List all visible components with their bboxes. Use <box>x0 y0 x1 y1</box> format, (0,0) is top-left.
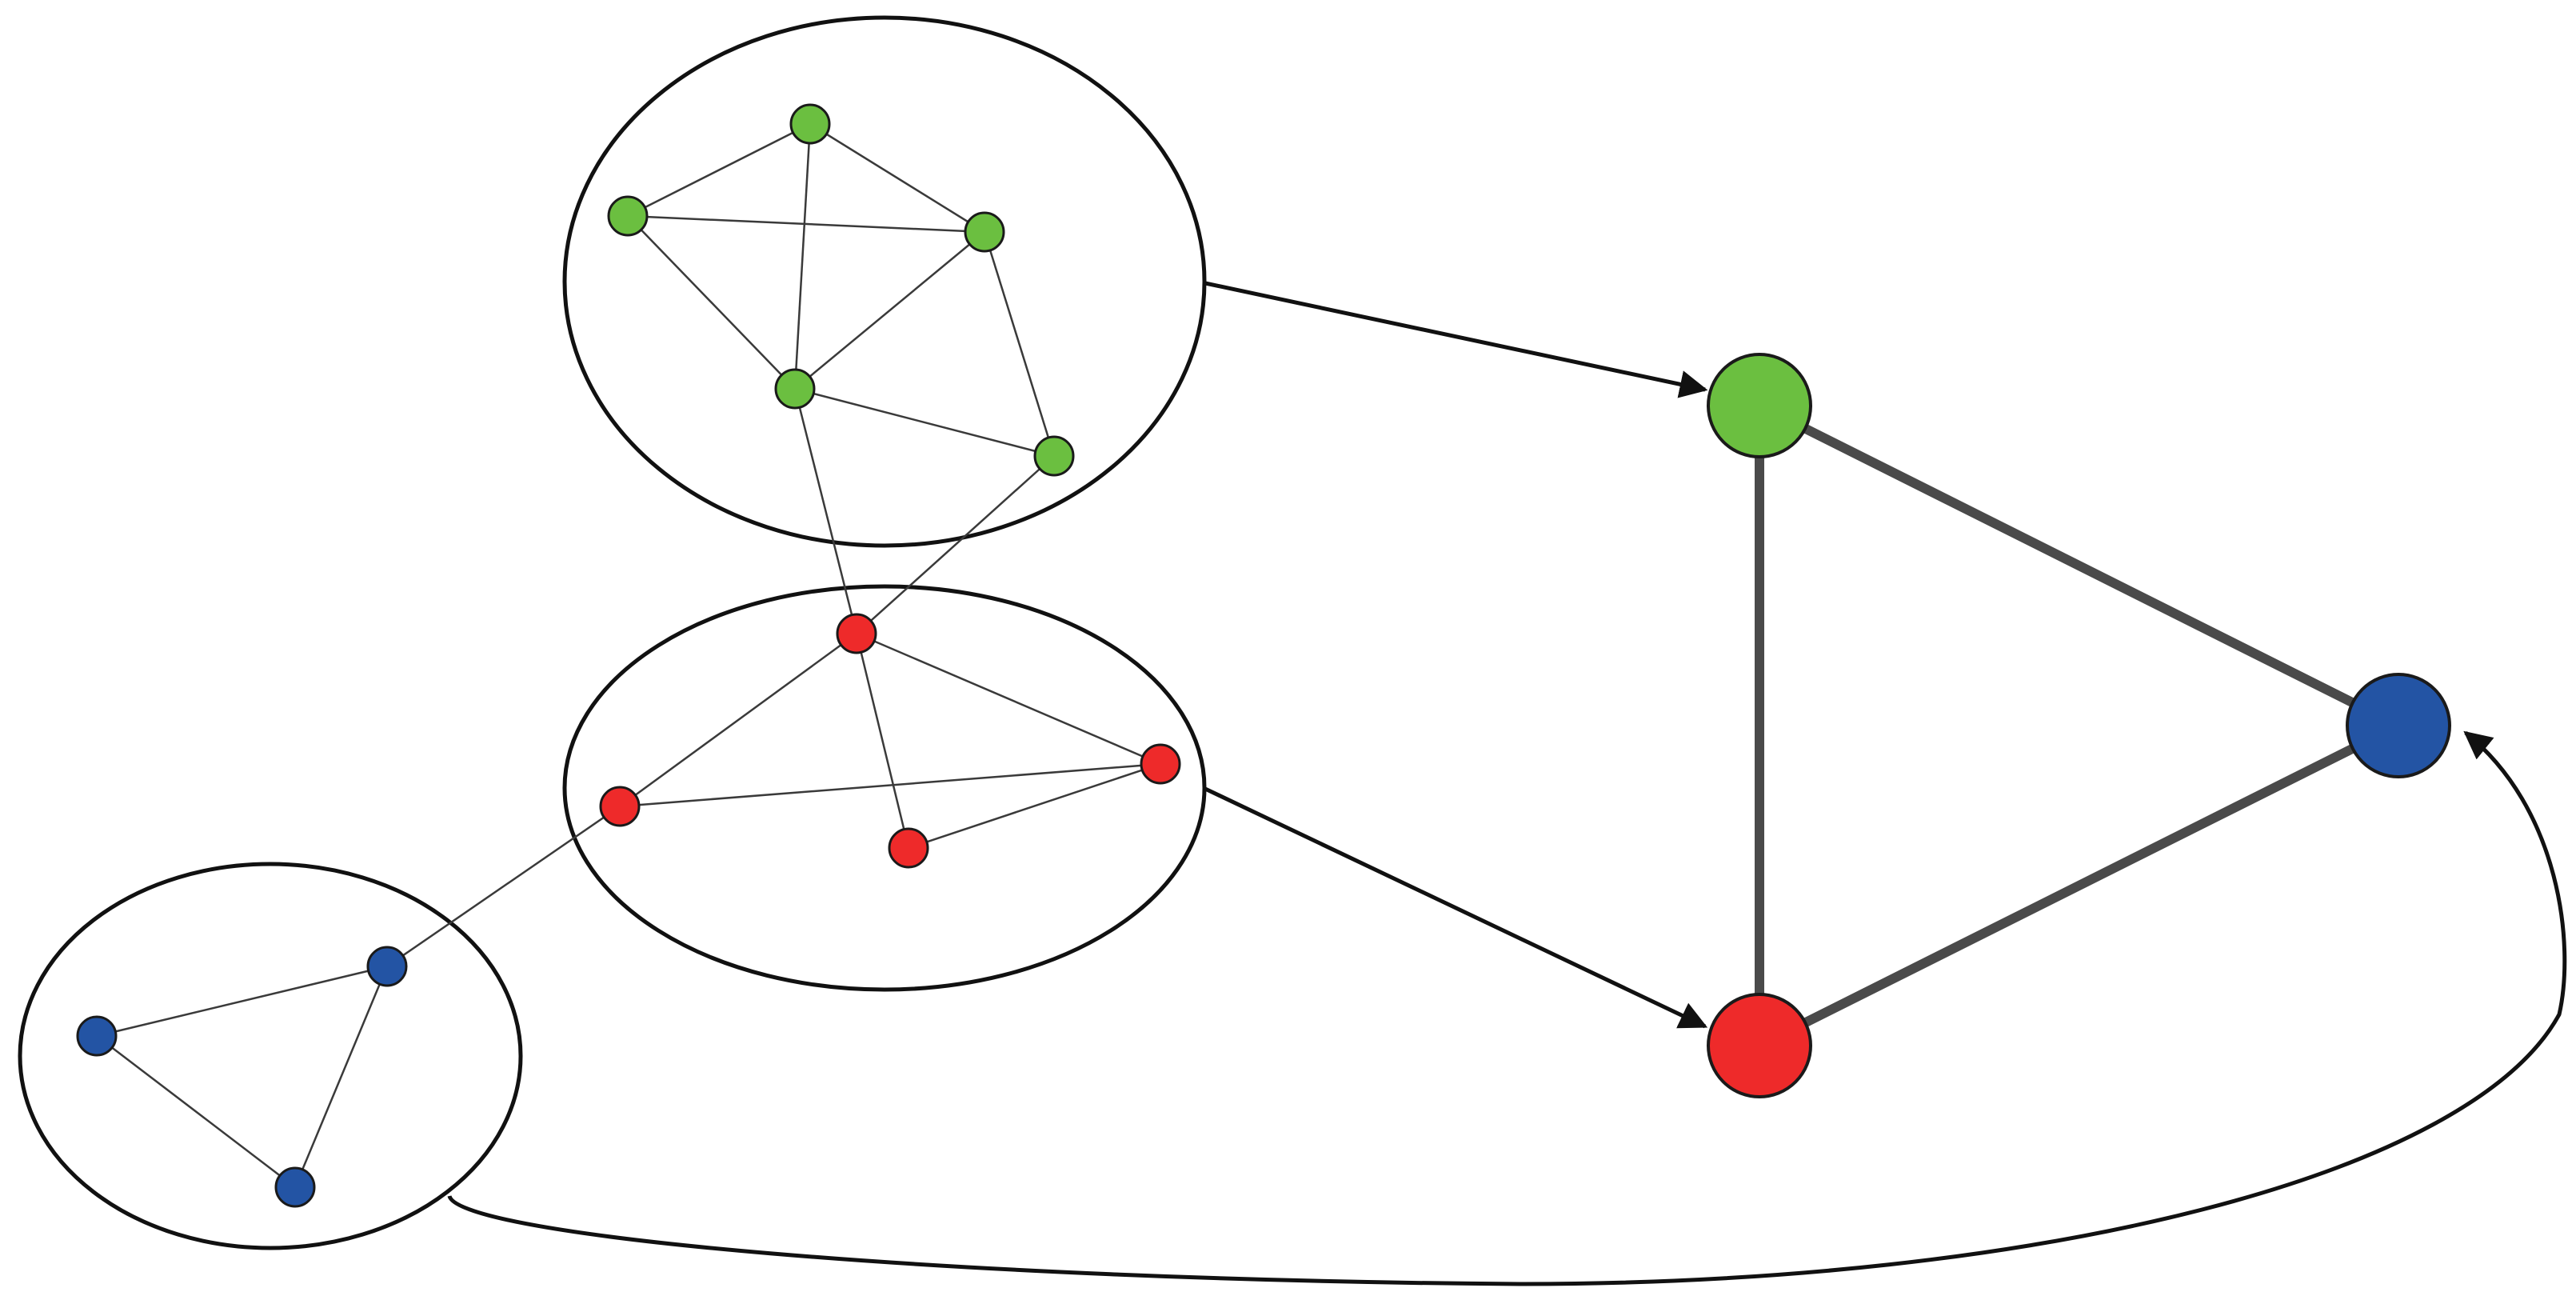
edge-g2-g3 <box>627 214 985 234</box>
cluster-ellipse-green <box>562 15 1207 548</box>
node-g4 <box>774 368 816 410</box>
mapping-arrows <box>447 281 2567 1286</box>
cluster-ellipse-red <box>562 584 1207 992</box>
edge-b2-b3 <box>96 1035 296 1188</box>
subgraph-edges <box>96 122 1161 1188</box>
node-b2 <box>76 1015 118 1057</box>
node-r1 <box>836 613 877 654</box>
node-r2 <box>599 786 641 827</box>
subgraph-nodes <box>76 103 1181 1208</box>
node-g5 <box>1033 435 1075 477</box>
node-b1 <box>366 946 408 987</box>
edge-b1-b3 <box>294 966 389 1188</box>
node-g2 <box>607 195 649 237</box>
edge-r1-r2 <box>619 632 857 808</box>
mapping-arrow-red <box>1204 786 1708 1029</box>
edge-r1-r3 <box>856 632 1161 766</box>
edge-b1-b2 <box>96 965 388 1038</box>
node-g3 <box>964 211 1005 253</box>
meta-node-blue <box>2346 673 2451 778</box>
edge-r2-r3 <box>619 762 1161 808</box>
cluster-ellipse-blue <box>18 862 523 1250</box>
edge-g1-g4 <box>793 123 812 390</box>
edge-g3-g4 <box>794 231 985 390</box>
meta-edge-green-blue <box>1757 401 2401 730</box>
inter-cluster-edge-g4-r1 <box>793 388 858 634</box>
mapping-arrow-blue <box>447 730 2567 1286</box>
inter-cluster-edge-g5-r1 <box>856 455 1055 634</box>
edge-g2-g4 <box>627 215 796 390</box>
meta-node-red <box>1707 993 1812 1098</box>
mapping-arrow-green <box>1204 281 1708 398</box>
edge-g3-g5 <box>983 231 1056 457</box>
edge-r3-r4 <box>908 762 1161 850</box>
meta-edge-red-blue <box>1757 721 2401 1050</box>
node-b3 <box>274 1166 316 1208</box>
meta-node-green <box>1707 353 1812 458</box>
edge-g4-g5 <box>794 387 1055 458</box>
node-r3 <box>1140 743 1181 785</box>
meta-graph-edges <box>1755 401 2401 1050</box>
node-r4 <box>888 827 929 869</box>
inter-cluster-edge-r2-b1 <box>386 805 621 968</box>
meta-graph-nodes <box>1707 353 2451 1098</box>
edge-g1-g3 <box>809 122 985 234</box>
edge-g1-g2 <box>627 122 811 218</box>
cluster-ellipses <box>18 15 1207 1250</box>
edge-r1-r4 <box>855 633 910 849</box>
node-g1 <box>789 103 831 145</box>
